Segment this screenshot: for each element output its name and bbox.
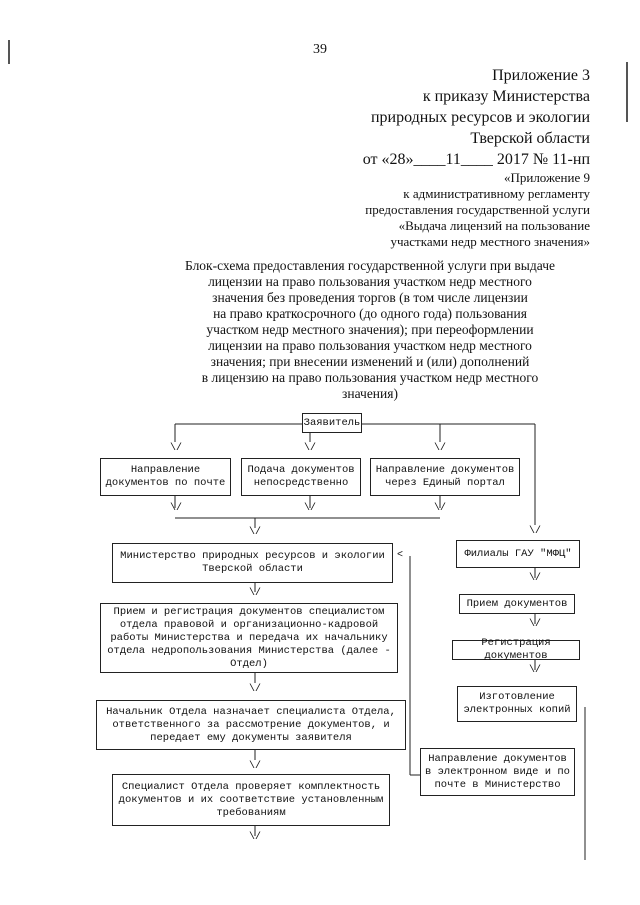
appendix-3-line: Тверской области [470,130,590,147]
flowchart-title: Блок-схема предоставления государственно… [165,258,575,402]
mfc-box: Филиалы ГАУ "МФЦ" [456,540,580,568]
arrow-down-icon: \/ [529,665,542,676]
arrow-down-icon: \/ [249,832,262,843]
scan-edge-mark [626,62,628,122]
arrow-down-icon: \/ [434,443,447,454]
arrow-down-icon: \/ [304,503,317,514]
appendix-9-line: предоставления государственной услуги [365,202,590,217]
title-line: лицензии на право пользования участком н… [208,338,532,353]
title-line: значения без проведения торгов (в том чи… [212,290,528,305]
mfc-receive-box: Прием документов [459,594,575,614]
arrow-down-icon: \/ [304,443,317,454]
title-line: значения) [342,386,398,401]
arrow-down-icon: \/ [249,588,262,599]
arrow-down-icon: \/ [529,526,542,537]
by-mail-box: Направление документов по почте [100,458,231,496]
title-line: лицензии на право пользования участком н… [208,274,532,289]
via-portal-box: Направление документов через Единый порт… [370,458,520,496]
arrow-down-icon: \/ [434,503,447,514]
appendix-3-line: от «28»____11____ 2017 № 11-нп [362,151,590,168]
arrow-down-icon: \/ [529,573,542,584]
mfc-send-box: Направление документов в электронном вид… [420,748,575,796]
appendix-3-line: к приказу Министерства [422,88,590,105]
mfc-register-box: Регистрация документов [452,637,580,662]
applicant-box: Заявитель [302,413,362,433]
arrow-down-icon: \/ [529,619,542,630]
mfc-copies-box: Изготовление электронных копий [457,686,577,722]
arrow-left-icon: < [397,550,404,561]
arrow-down-icon: \/ [170,443,183,454]
title-line: Блок-схема предоставления государственно… [185,258,555,273]
appendix-9-line: к административному регламенту [403,186,590,201]
head-assigns-box: Начальник Отдела назначает специалиста О… [96,700,406,750]
in-person-box: Подача документов непосредственно [241,458,361,496]
appendix-3-header: Приложение 3 к приказу Министерства прир… [363,65,590,170]
appendix-3-line: природных ресурсов и экологии [370,109,590,126]
arrow-down-icon: \/ [170,503,183,514]
arrow-down-icon: \/ [249,761,262,772]
title-line: на право краткосрочного (до одного года)… [213,306,527,321]
title-line: в лицензию на право пользования участком… [201,370,539,385]
appendix-9-header: «Приложение 9 к административному реглам… [365,170,590,250]
specialist-checks-box: Специалист Отдела проверяет комплектност… [112,774,390,826]
arrow-down-icon: \/ [249,684,262,695]
title-line: участком недр местного значения); при пе… [206,322,534,337]
appendix-9-line: «Приложение 9 [503,170,590,185]
page-number: 39 [313,42,327,57]
appendix-3-line: Приложение 3 [492,67,590,84]
appendix-9-line: «Выдача лицензий на пользование [398,218,590,233]
arrow-down-icon: \/ [249,527,262,538]
title-line: значения; при внесении изменений и (или)… [210,354,530,369]
ministry-box: Министерство природных ресурсов и эколог… [112,543,393,583]
appendix-9-line: участками недр местного значения» [390,234,590,249]
registration-box: Прием и регистрация документов специалис… [100,603,398,673]
scan-edge-mark [8,40,10,64]
